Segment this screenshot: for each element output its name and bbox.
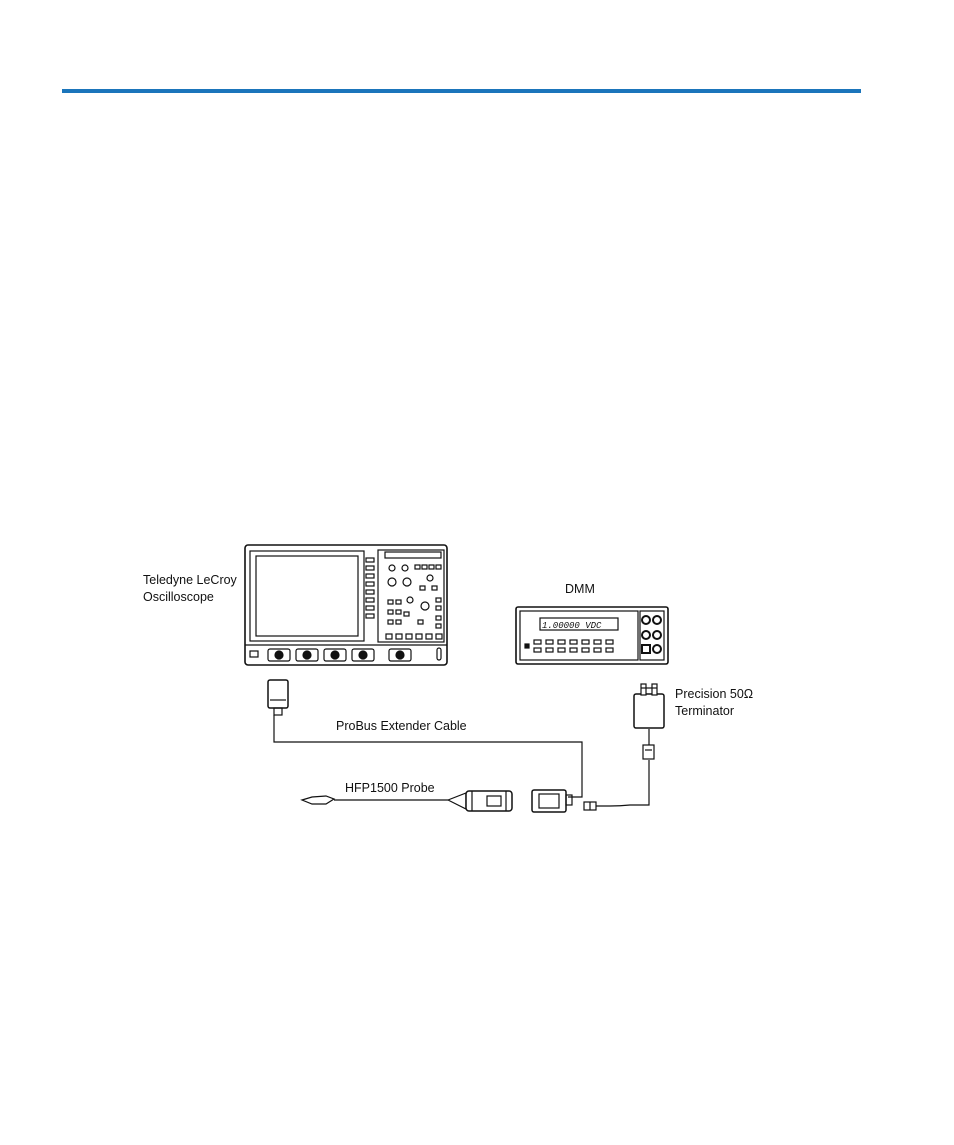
probe-label: HFP1500 Probe — [345, 781, 435, 796]
terminator-label-line1: Precision 50Ω — [675, 687, 753, 702]
oscilloscope-label-line1: Teledyne LeCroy — [143, 573, 237, 588]
probus-adapter — [532, 790, 572, 812]
dmm-label: DMM — [565, 582, 595, 597]
digital-multimeter — [516, 607, 668, 664]
oscilloscope — [245, 545, 447, 665]
oscilloscope-label-line2: Oscilloscope — [143, 590, 214, 605]
extender-cable-label: ProBus Extender Cable — [336, 719, 467, 734]
precision-terminator — [634, 684, 664, 728]
probus-connector — [268, 680, 582, 797]
terminator-label-line2: Terminator — [675, 704, 734, 719]
dmm-readout: 1.00000 VDC — [542, 621, 602, 631]
bnc-cable — [584, 729, 654, 810]
